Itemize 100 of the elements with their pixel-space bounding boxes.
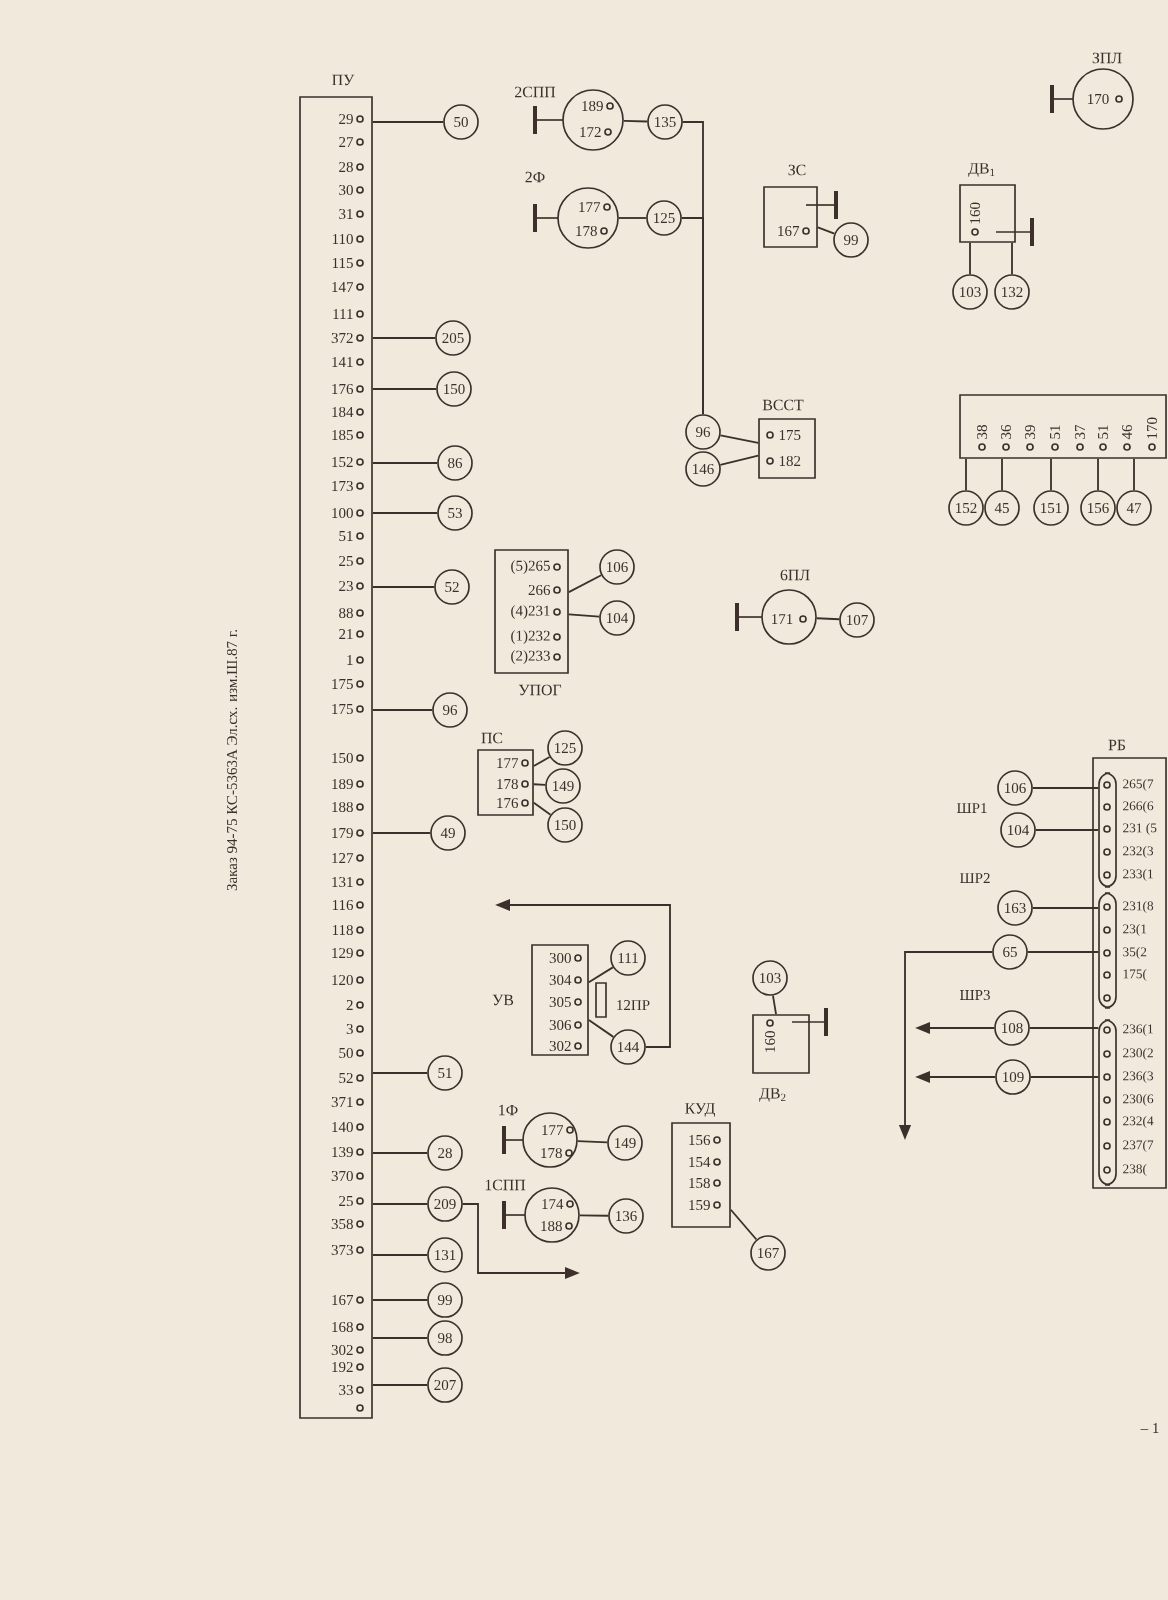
plug-circle [525, 171, 619, 249]
wire [371, 586, 436, 588]
wire [965, 457, 967, 492]
pin-number: 167 [778, 225, 810, 237]
terminal-strip [959, 394, 1167, 459]
pin-number: 36 [1001, 424, 1012, 451]
pin-number: 358 [331, 1218, 364, 1230]
wire [578, 1214, 610, 1217]
device-label: ДВ$_{1}$ [968, 163, 995, 177]
wire [371, 512, 439, 514]
pin-number: 230(6 [1103, 1094, 1154, 1107]
pin-number: 158 [689, 1177, 721, 1189]
pin-number: 33 [339, 1385, 364, 1396]
pin-number: 100 [332, 507, 364, 519]
wire [587, 1019, 615, 1038]
pin-number: 120 [332, 974, 364, 986]
pin-number: (1)232 [511, 630, 561, 644]
plug-circle [485, 1179, 580, 1243]
pin-number: 147 [332, 282, 364, 292]
pin-number: 35(2 [1103, 946, 1147, 960]
device-box [492, 944, 589, 1056]
device-box [477, 732, 534, 816]
connector-label: ШР3 [959, 990, 990, 1001]
device-label: ПС [481, 732, 503, 744]
pin-number: 175( [1103, 969, 1147, 982]
pin-number: 152 [332, 457, 364, 468]
plug-circle [499, 1104, 578, 1168]
pin-number: 370 [331, 1170, 364, 1182]
pin-number: 167 [332, 1295, 364, 1306]
pin-number: 52 [339, 1073, 364, 1084]
pin-number: 300 [549, 952, 582, 964]
pin-number: 88 [339, 607, 364, 619]
wire [1026, 951, 1100, 953]
pin-number: 141 [332, 357, 364, 367]
pin-number: 168 [332, 1321, 364, 1333]
wire [622, 119, 649, 123]
device-label: ПУ [332, 74, 355, 86]
wire [532, 756, 551, 767]
device-label: РБ [1108, 739, 1126, 751]
device-box [763, 164, 818, 248]
wire [587, 966, 614, 984]
pin-number: 39 [1025, 425, 1036, 451]
connector-label: ШР2 [959, 873, 990, 883]
pin-number: 230(2 [1103, 1048, 1153, 1061]
pin-number: 23(1 [1103, 923, 1147, 937]
wire [371, 121, 445, 123]
lamp-circle [761, 569, 817, 645]
device-box [671, 1103, 731, 1228]
pin-number: 175 [766, 430, 801, 441]
pin-number: 29 [339, 113, 364, 125]
pin-number: 127 [332, 853, 364, 863]
wire [1029, 1076, 1100, 1078]
pin-number: 3 [346, 1024, 364, 1035]
pin-number: 116 [332, 900, 364, 911]
wire [1034, 829, 1100, 831]
wire [969, 241, 971, 276]
pin-number: 2 [346, 1000, 364, 1010]
device-label: ВССТ [762, 399, 804, 411]
wire [371, 1152, 429, 1154]
pin-number: 150 [332, 752, 364, 764]
pin-number: 188 [332, 801, 364, 813]
pin-number: 373 [331, 1245, 364, 1256]
pin-number: (5)265 [511, 560, 561, 574]
pin-number: 189 [582, 100, 614, 112]
pin-number: 233(1 [1103, 868, 1153, 882]
pin-number: 50 [339, 1047, 364, 1059]
pin-number: 182 [766, 455, 801, 467]
device-label: УПОГ [518, 684, 562, 696]
lamp-circle [1072, 52, 1134, 130]
wire [567, 574, 603, 593]
wire [1028, 1027, 1100, 1029]
pin-number: 177 [579, 202, 611, 212]
wire [371, 337, 437, 339]
wire [719, 434, 760, 444]
wire [1031, 907, 1100, 909]
relay-block [1092, 739, 1167, 1189]
wire [371, 1337, 429, 1339]
component-label: 12ПР [617, 1000, 650, 1010]
pin-number: 1 [347, 655, 364, 665]
pin-number: 160 [764, 1019, 776, 1052]
wire [371, 462, 439, 464]
pin-number: 139 [332, 1147, 364, 1158]
pin-number: 185 [332, 429, 364, 441]
pin-number: 184 [332, 406, 364, 418]
device-label: ЗС [788, 164, 806, 176]
pin-number: 231(8 [1103, 900, 1154, 914]
pin-number: 232(3 [1103, 845, 1154, 859]
pin-number: 302 [549, 1040, 582, 1052]
pin-number: 179 [332, 828, 364, 839]
pin-number: 266(6 [1103, 800, 1154, 814]
wire [729, 1208, 758, 1241]
pin-number: 37 [1075, 424, 1086, 451]
pin-number: 30 [339, 184, 364, 196]
pin-number: 266 [528, 585, 561, 596]
plug-connector [1098, 1019, 1154, 1186]
pin-number: 154 [689, 1157, 721, 1168]
pin-number: 159 [689, 1200, 721, 1211]
wire [1050, 457, 1052, 492]
device-box [494, 549, 569, 696]
wire [815, 617, 841, 621]
